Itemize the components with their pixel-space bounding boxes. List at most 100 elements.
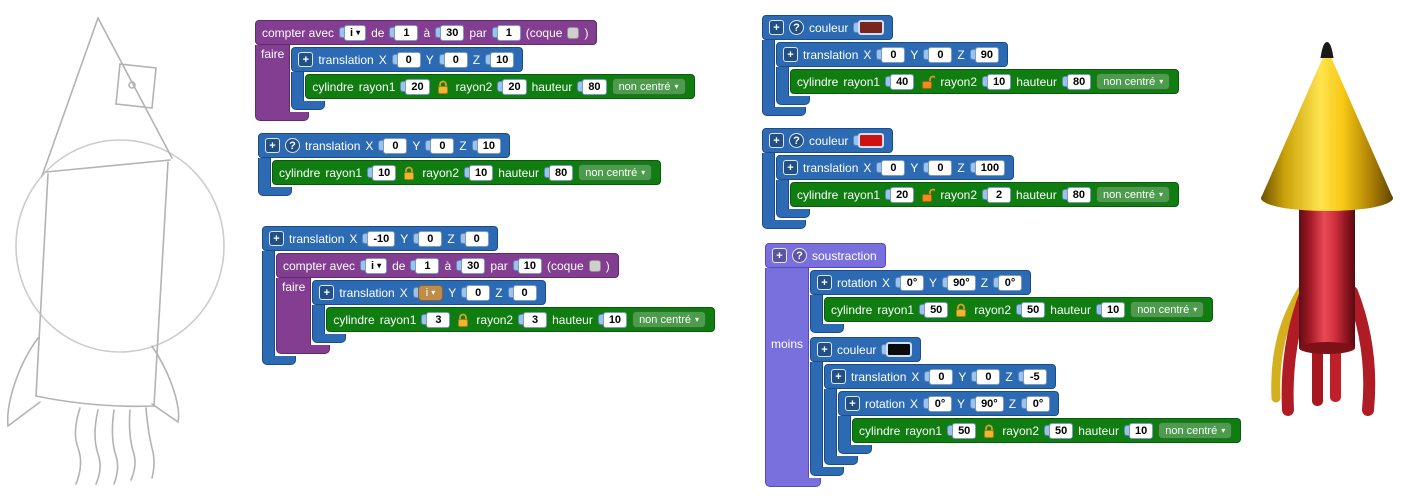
h-input[interactable]: 10 [597, 311, 628, 328]
to-input[interactable]: 30 [456, 257, 486, 274]
centered-dropdown[interactable]: non centré▾ [632, 311, 707, 328]
mutator-plus-icon[interactable]: + [269, 231, 284, 246]
mutator-plus-icon[interactable]: + [265, 138, 280, 153]
loop-variable-dropdown[interactable]: i ▾ [344, 24, 367, 41]
z-input[interactable]: 0° [1021, 395, 1051, 412]
color-block[interactable]: + couleur + translation X 0 [810, 337, 1242, 476]
h-input[interactable]: 10 [1095, 301, 1126, 318]
c-spine[interactable] [762, 40, 775, 107]
translation-block[interactable]: + translation X 0 Y 0 Z 90 cylindre rayo… [776, 42, 1180, 105]
help-icon[interactable]: ? [789, 20, 804, 35]
variable-i-block[interactable]: i ▾ [417, 284, 444, 301]
mutator-plus-icon[interactable]: + [783, 160, 798, 175]
lock-closed-icon[interactable] [981, 423, 997, 439]
cylinder-block[interactable]: cylindre rayon1 20 rayon2 2 hauteur 80 n… [790, 182, 1179, 207]
x-input[interactable]: 0 [391, 51, 421, 68]
cylinder-block[interactable]: cylindre rayon1 20 rayon2 20 hauteur 80 … [305, 74, 695, 99]
mutator-plus-icon[interactable]: + [831, 369, 846, 384]
h-input[interactable]: 80 [543, 164, 574, 181]
r1-input[interactable]: 20 [400, 78, 430, 95]
y-input[interactable]: 0 [971, 368, 1001, 385]
y-input[interactable]: 0 [425, 137, 455, 154]
z-input[interactable]: 0 [507, 284, 537, 301]
rotation-block[interactable]: + rotation X 0° Y 90° Z 0° cylindre rayo… [810, 270, 1214, 333]
translation-block[interactable]: + ? translation X 0 Y 0 Z 10 [258, 133, 510, 158]
c-spine[interactable] [824, 389, 837, 456]
color-stack-5[interactable]: + ? couleur + translation X 0 Y 0 Z 100 [762, 128, 1179, 229]
loop-do-spine[interactable]: faire [276, 278, 312, 345]
y-input[interactable]: 0 [461, 284, 491, 301]
centered-dropdown[interactable]: non centré▾ [1130, 301, 1205, 318]
mutator-plus-icon[interactable]: + [769, 20, 784, 35]
z-input[interactable]: -5 [1017, 368, 1047, 385]
r1-input[interactable]: 50 [919, 301, 949, 318]
z-input[interactable]: 100 [969, 159, 1006, 176]
y-input[interactable]: 90° [970, 395, 1004, 412]
h-input[interactable]: 10 [1123, 422, 1154, 439]
h-input[interactable]: 80 [1061, 186, 1091, 203]
cylinder-block[interactable]: cylindre rayon1 40 rayon2 10 hauteur 80 … [790, 69, 1180, 94]
mutator-plus-icon[interactable]: + [817, 275, 832, 290]
c-spine[interactable] [776, 67, 789, 96]
cylinder-block[interactable]: cylindre rayon1 3 rayon2 3 hauteur 10 n [326, 307, 716, 332]
lock-open-icon[interactable] [919, 74, 936, 90]
z-input[interactable]: 0° [993, 274, 1023, 291]
y-input[interactable]: 0 [923, 159, 953, 176]
x-input[interactable]: 0° [923, 395, 953, 412]
rotation-block[interactable]: + rotation X 0° Y 90° Z 0° [838, 391, 1242, 454]
loop-variable-dropdown[interactable]: i ▾ [365, 257, 388, 274]
y-input[interactable]: 0 [923, 46, 953, 63]
help-icon[interactable]: ? [285, 138, 300, 153]
r1-input[interactable]: 20 [885, 186, 915, 203]
r1-input[interactable]: 10 [367, 164, 397, 181]
translation-block[interactable]: + translation X 0 Y 0 Z -5 [824, 364, 1242, 465]
from-input[interactable]: 1 [389, 24, 419, 41]
count-loop-stack-1[interactable]: compter avec i ▾ de 1 à 30 par 1 (coque … [255, 20, 695, 121]
help-icon[interactable]: ? [792, 248, 807, 263]
translation-block[interactable]: + translation X -10 Y 0 Z 0 [262, 226, 498, 251]
h-input[interactable]: 80 [577, 78, 607, 95]
color-stack-4[interactable]: + ? couleur + translation X 0 Y 0 Z 90 [762, 15, 1180, 116]
mutator-plus-icon[interactable]: + [845, 396, 860, 411]
c-spine[interactable] [810, 295, 823, 324]
shell-checkbox[interactable] [567, 26, 580, 39]
difference-stack-6[interactable]: + ? soustraction + rotation X 0° Y 90° Z… [765, 243, 1242, 487]
color-swatch[interactable] [886, 342, 913, 357]
centered-dropdown[interactable]: non centré▾ [1095, 186, 1170, 203]
lock-closed-icon[interactable] [401, 165, 417, 181]
translation-block[interactable]: + translation X 0 Y 0 Z 100 cylindre ray… [776, 155, 1179, 218]
r2-input[interactable]: 3 [518, 311, 548, 328]
r2-input[interactable]: 2 [982, 186, 1012, 203]
cylinder-block[interactable]: cylindre rayon1 50 rayon2 50 hauteur 10 … [824, 297, 1214, 322]
color-swatch[interactable] [858, 133, 885, 148]
translation-stack-2[interactable]: + ? translation X 0 Y 0 Z 10 cylindre ra… [258, 133, 662, 196]
z-input[interactable]: 10 [485, 51, 515, 68]
z-input[interactable]: 0 [459, 230, 489, 247]
mutator-plus-icon[interactable]: + [783, 47, 798, 62]
color-block[interactable]: + ? couleur [762, 15, 894, 40]
loop-do-spine[interactable]: faire [255, 45, 291, 112]
r2-input[interactable]: 10 [464, 164, 494, 181]
by-input[interactable]: 1 [491, 24, 521, 41]
count-loop-block[interactable]: compter avec i ▾ de 1 à 30 par 1 (coque … [255, 20, 598, 45]
mutator-plus-icon[interactable]: + [298, 52, 314, 67]
count-loop-block[interactable]: compter avec i ▾ de 1 à 30 par 10 (coque… [276, 253, 716, 354]
lock-closed-icon[interactable] [455, 312, 471, 328]
y-input[interactable]: 90° [942, 274, 976, 291]
r2-input[interactable]: 20 [497, 78, 527, 95]
by-input[interactable]: 10 [512, 257, 542, 274]
mutator-plus-icon[interactable]: + [817, 342, 832, 357]
c-spine[interactable] [810, 362, 823, 467]
minus-spine[interactable]: moins [765, 335, 809, 478]
c-spine[interactable] [838, 416, 851, 445]
cylinder-block[interactable]: cylindre rayon1 10 rayon2 10 hauteur 80 … [272, 160, 662, 185]
c-spine[interactable] [291, 72, 305, 101]
lock-closed-icon[interactable] [953, 302, 969, 318]
x-input[interactable]: 0 [876, 159, 906, 176]
z-input[interactable]: 90 [969, 46, 999, 63]
r2-input[interactable]: 50 [1044, 422, 1074, 439]
y-input[interactable]: 0 [413, 230, 443, 247]
x-input[interactable]: 0 [876, 46, 906, 63]
c-spine[interactable] [312, 305, 326, 334]
color-block[interactable]: + ? couleur [762, 128, 894, 153]
